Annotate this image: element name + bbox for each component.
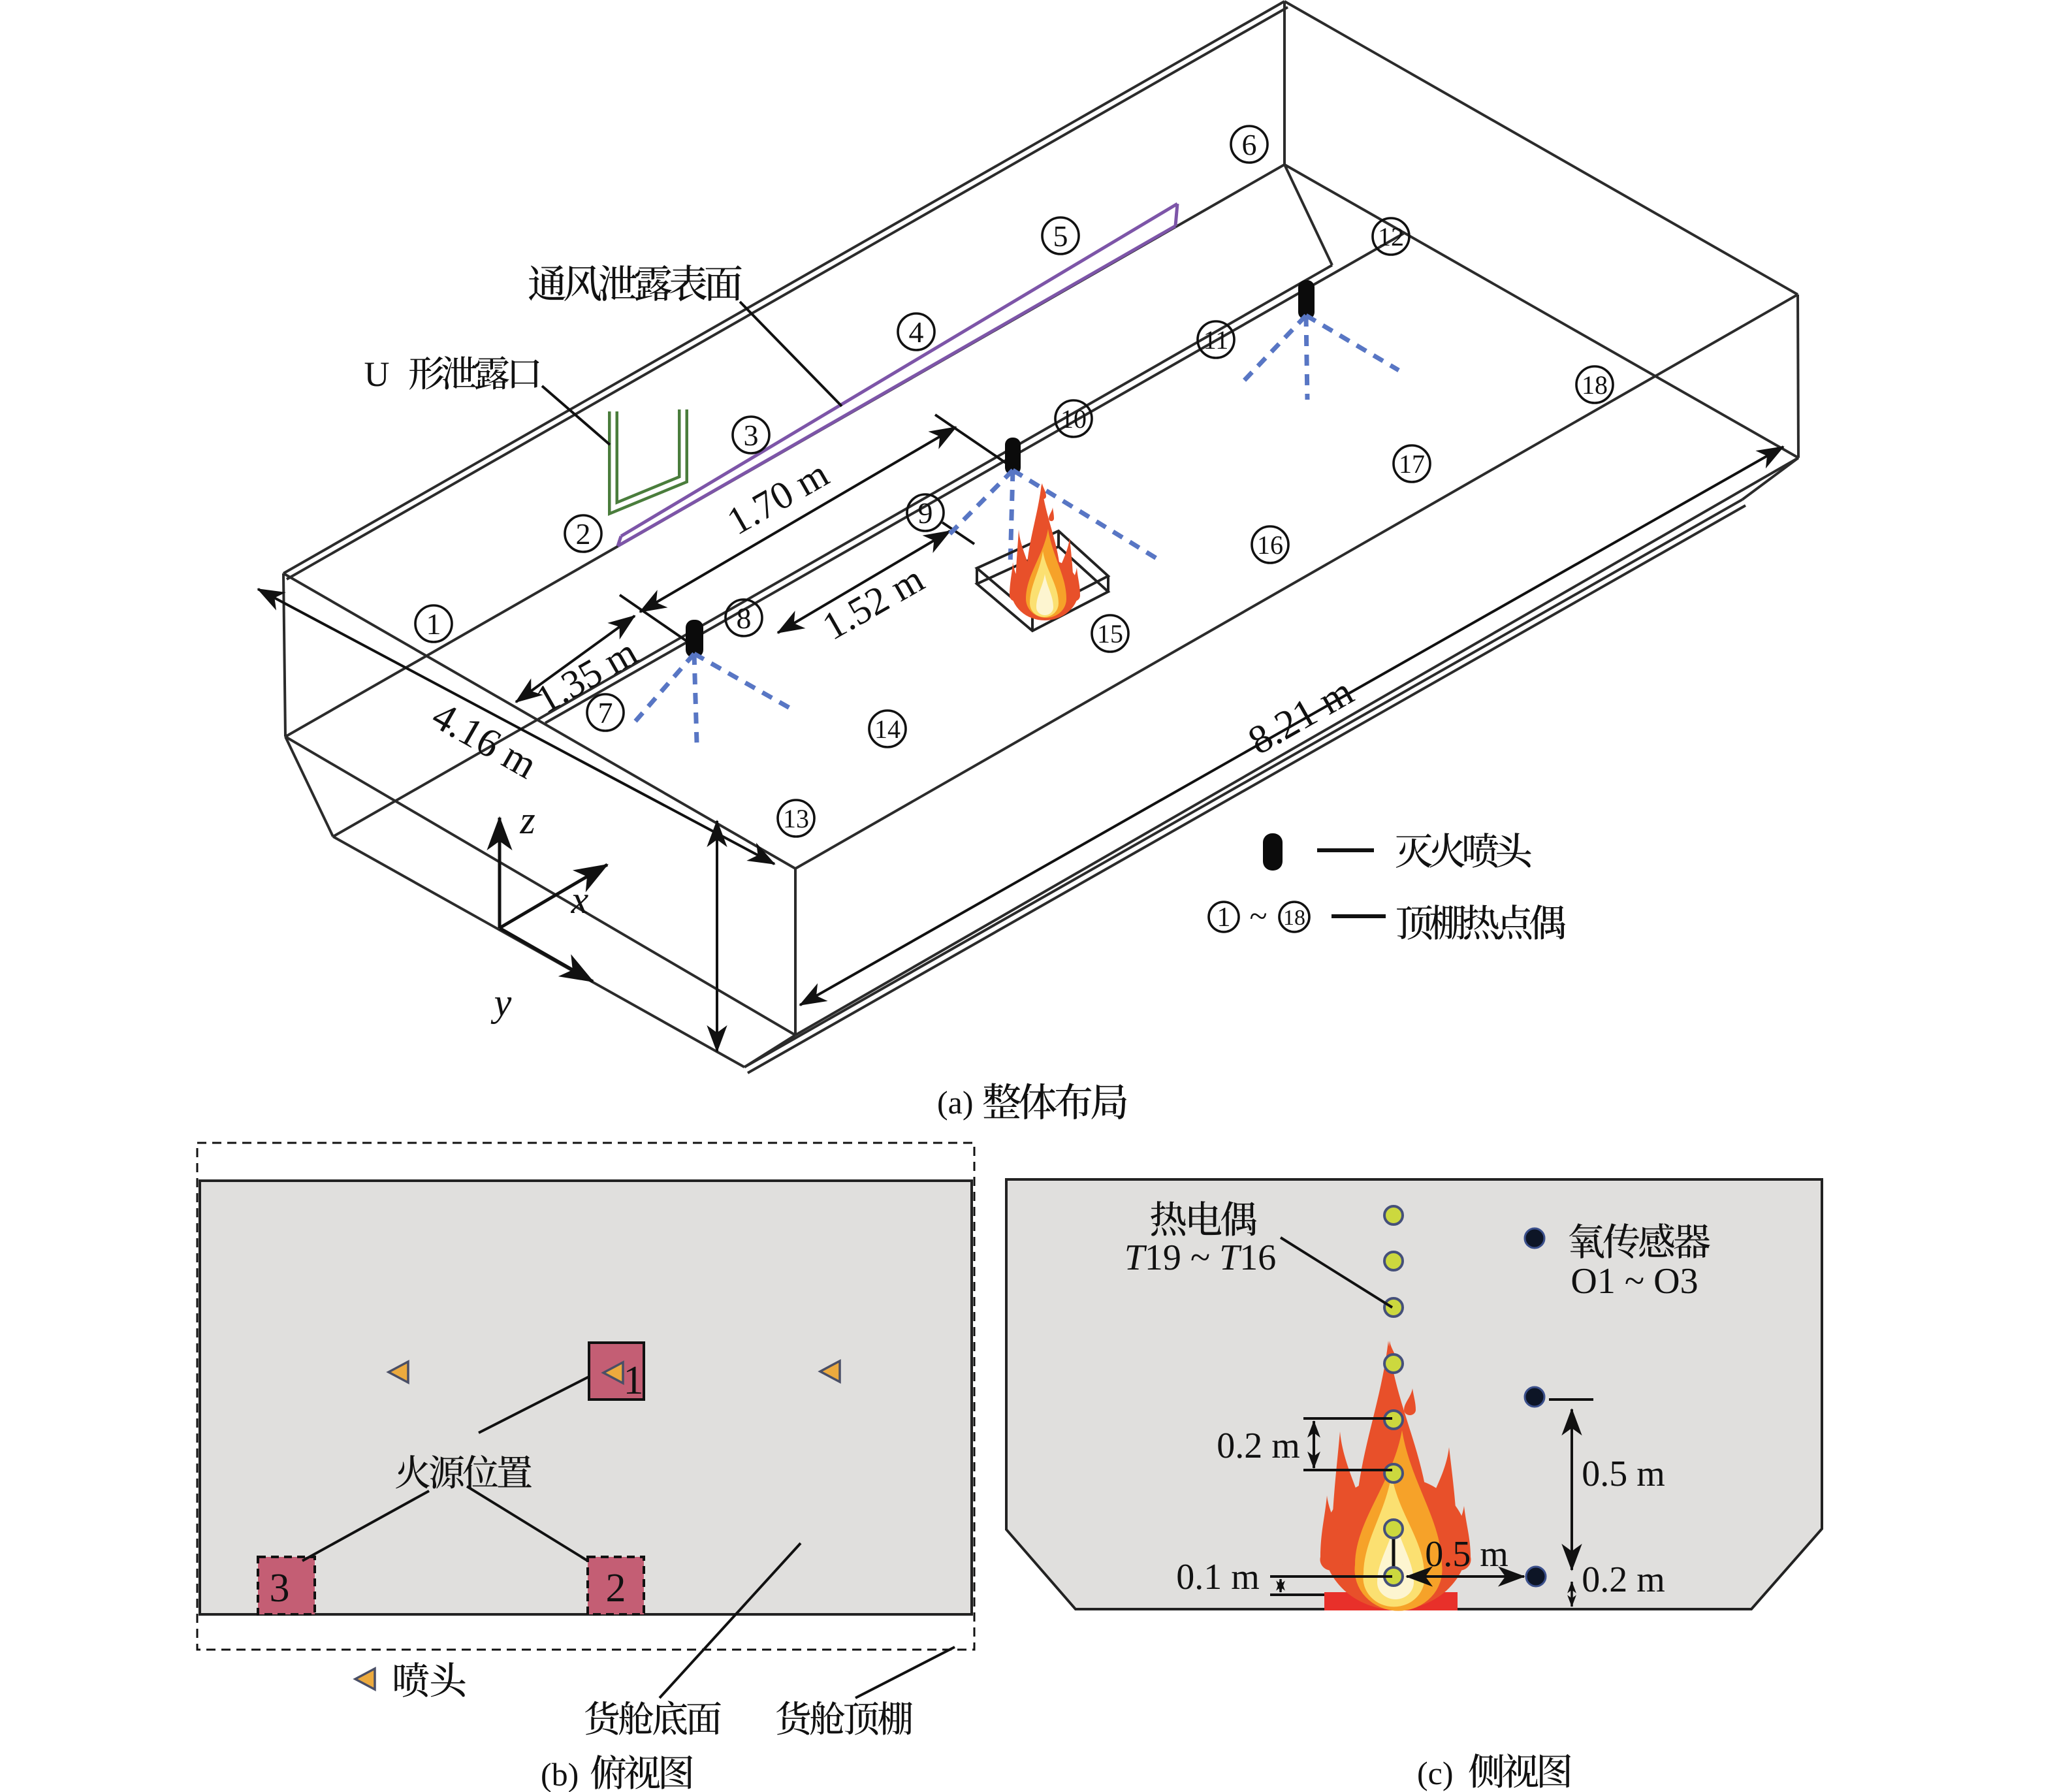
svg-text:6: 6 (1242, 128, 1257, 161)
svg-text:12: 12 (1378, 222, 1404, 251)
svg-text:13: 13 (783, 804, 809, 833)
svg-text:(b): (b) (541, 1756, 579, 1792)
svg-text:z: z (519, 799, 535, 842)
svg-text:11: 11 (1204, 325, 1229, 355)
svg-text:4: 4 (909, 315, 924, 349)
svg-text:0.5 m: 0.5 m (1582, 1454, 1665, 1494)
svg-text:18: 18 (1283, 906, 1305, 930)
svg-text:0.5 m: 0.5 m (1425, 1534, 1508, 1575)
svg-text:0.2 m: 0.2 m (1582, 1560, 1665, 1600)
svg-text:1: 1 (426, 607, 441, 641)
svg-text:14: 14 (874, 714, 901, 744)
svg-text:y: y (490, 981, 512, 1024)
svg-text:1: 1 (1217, 903, 1231, 933)
svg-text:2: 2 (606, 1566, 626, 1610)
svg-text:3: 3 (744, 419, 759, 452)
svg-text:16: 16 (1257, 530, 1283, 560)
svg-text:0.2 m: 0.2 m (1217, 1426, 1300, 1466)
svg-text:15: 15 (1097, 619, 1123, 648)
svg-text:5: 5 (1053, 219, 1068, 253)
svg-text:3: 3 (270, 1566, 290, 1610)
svg-text:~: ~ (1249, 897, 1267, 934)
svg-text:7: 7 (598, 696, 613, 729)
svg-text:(a): (a) (937, 1084, 974, 1121)
svg-text:O1 ~ O3: O1 ~ O3 (1571, 1261, 1698, 1302)
svg-text:x: x (571, 878, 589, 921)
svg-text:1: 1 (624, 1358, 644, 1403)
svg-text:U: U (364, 355, 390, 394)
svg-text:(c): (c) (1417, 1755, 1454, 1791)
svg-text:18: 18 (1582, 370, 1608, 400)
svg-text:8: 8 (737, 601, 752, 635)
svg-text:2: 2 (576, 517, 591, 551)
svg-text:0.1 m: 0.1 m (1176, 1557, 1260, 1597)
svg-text:10: 10 (1060, 404, 1087, 434)
svg-text:17: 17 (1399, 449, 1425, 479)
svg-text:T19 ~ T16: T19 ~ T16 (1124, 1238, 1277, 1278)
svg-text:9: 9 (918, 496, 933, 530)
